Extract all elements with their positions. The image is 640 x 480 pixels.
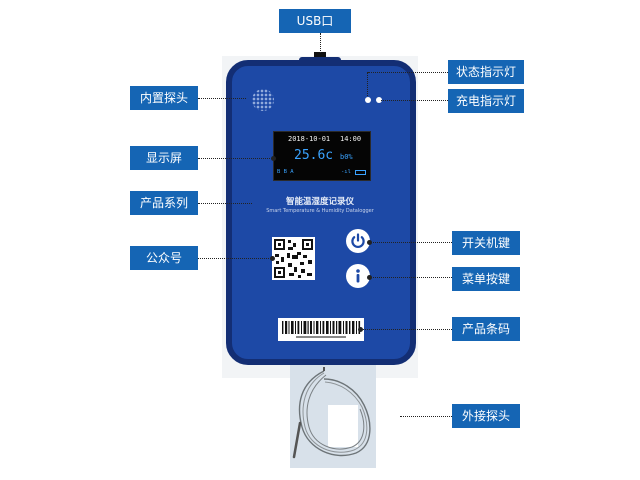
label-usb: USB口 xyxy=(279,9,351,33)
charge-led xyxy=(376,97,382,103)
leader-charge-light xyxy=(381,100,448,101)
leader-official-account-dot xyxy=(270,256,275,261)
screen-humidity: b0% xyxy=(340,153,353,161)
leader-menu-key xyxy=(370,277,452,278)
leader-product-series xyxy=(198,203,252,204)
menu-button[interactable] xyxy=(346,264,370,288)
label-official-account: 公众号 xyxy=(130,246,198,270)
label-charge-light: 充电指示灯 xyxy=(448,89,524,113)
label-product-series: 产品系列 xyxy=(130,191,198,215)
screen-temperature: 25.6c xyxy=(294,148,334,163)
leader-barcode xyxy=(361,329,452,330)
label-builtin-probe: 内置探头 xyxy=(130,86,198,110)
info-icon xyxy=(356,269,360,283)
external-probe-image xyxy=(290,365,376,468)
barcode xyxy=(278,318,364,341)
leader-status-light-drop xyxy=(367,72,368,96)
lcd-screen: 2018-10-01 14:00 25.6c b0% B B A -ıl xyxy=(273,131,371,181)
qr-code xyxy=(272,237,315,280)
power-button[interactable] xyxy=(346,229,370,253)
leader-builtin-probe xyxy=(198,98,246,99)
leader-usb xyxy=(320,33,321,53)
leader-display xyxy=(198,158,274,159)
power-icon xyxy=(351,233,365,248)
product-name-cn: 智能温湿度记录仪 xyxy=(285,197,354,207)
battery-icon xyxy=(355,170,366,175)
leader-power-key xyxy=(370,242,452,243)
leader-display-dot xyxy=(271,156,276,161)
label-barcode: 产品条码 xyxy=(452,317,520,341)
label-power-key: 开关机键 xyxy=(452,231,520,255)
usb-connector xyxy=(314,52,326,58)
screen-signal: -ıl xyxy=(341,169,351,175)
status-led xyxy=(365,97,371,103)
product-name-en: Smart Temperature & Humidity Datalogger xyxy=(266,208,374,214)
screen-date: 2018-10-01 xyxy=(288,135,331,143)
leader-barcode-dot xyxy=(358,327,363,332)
leader-external-probe xyxy=(400,416,452,417)
screen-device-id: B B A xyxy=(277,169,294,175)
probe-vent-icon xyxy=(252,89,274,111)
label-display: 显示屏 xyxy=(130,146,198,170)
label-menu-key: 菜单按键 xyxy=(452,267,520,291)
leader-status-light xyxy=(368,72,448,73)
label-status-light: 状态指示灯 xyxy=(448,60,524,84)
leader-power-key-dot xyxy=(367,240,372,245)
leader-menu-key-dot xyxy=(367,275,372,280)
screen-time: 14:00 xyxy=(340,135,362,143)
leader-official-account xyxy=(198,258,273,259)
datalogger-body xyxy=(226,60,416,365)
label-external-probe: 外接探头 xyxy=(452,404,520,428)
